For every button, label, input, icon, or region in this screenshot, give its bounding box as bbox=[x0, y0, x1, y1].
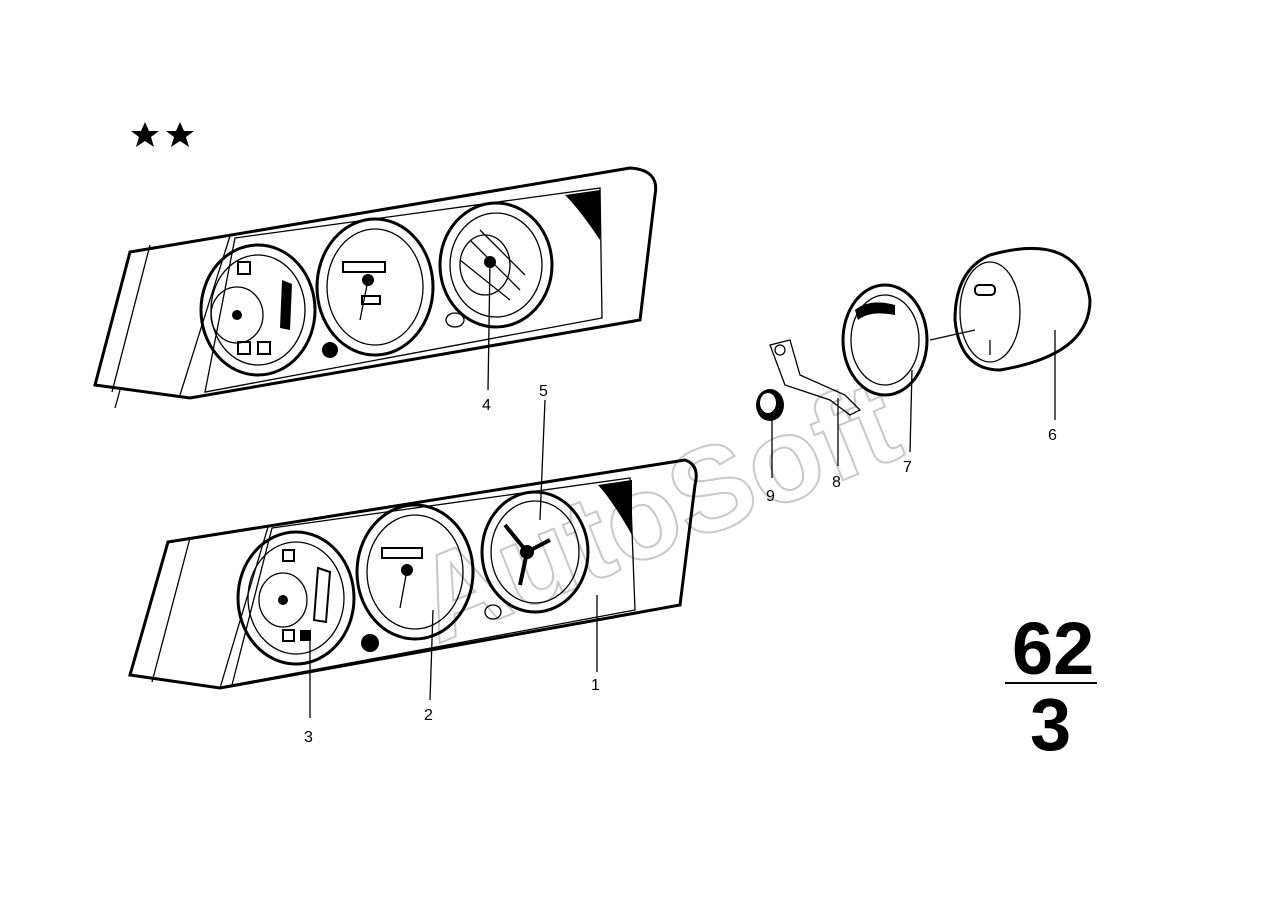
upper-combination-gauge bbox=[199, 243, 317, 377]
svg-text:8: 8 bbox=[832, 474, 841, 491]
callout-7: 7 bbox=[903, 369, 913, 476]
lower-combination-gauge bbox=[236, 530, 356, 666]
page-code: 62 3 bbox=[1005, 607, 1097, 766]
callout-5: 5 bbox=[539, 383, 548, 521]
callout-8: 8 bbox=[832, 398, 841, 491]
svg-text:6: 6 bbox=[1048, 427, 1057, 444]
clock-gauge-part bbox=[929, 247, 1092, 372]
callout-3: 3 bbox=[304, 640, 313, 746]
svg-text:1: 1 bbox=[591, 677, 600, 694]
svg-text:5: 5 bbox=[539, 383, 548, 400]
callout-6: 6 bbox=[1048, 330, 1057, 444]
lower-instrument-cluster bbox=[128, 458, 698, 690]
svg-text:7: 7 bbox=[903, 459, 912, 476]
callout-4: 4 bbox=[482, 261, 491, 414]
svg-text:9: 9 bbox=[766, 488, 775, 505]
upper-tachometer bbox=[438, 201, 554, 329]
knurled-nut-part bbox=[756, 389, 784, 421]
callout-9: 9 bbox=[766, 420, 775, 505]
callout-2: 2 bbox=[424, 609, 434, 724]
double-star-icon bbox=[131, 122, 194, 147]
upper-speedometer bbox=[315, 217, 435, 357]
lower-speedometer bbox=[355, 503, 475, 641]
mounting-bracket-part bbox=[769, 339, 862, 416]
lower-tachometer bbox=[480, 490, 590, 614]
page-code-bottom: 3 bbox=[1030, 683, 1071, 766]
upper-instrument-cluster bbox=[93, 166, 658, 409]
callout-1: 1 bbox=[591, 595, 600, 694]
svg-text:4: 4 bbox=[482, 397, 491, 414]
gauge-ring-part bbox=[841, 283, 929, 397]
page-code-top: 62 bbox=[1012, 607, 1094, 690]
svg-text:3: 3 bbox=[304, 729, 313, 746]
svg-text:2: 2 bbox=[424, 707, 433, 724]
